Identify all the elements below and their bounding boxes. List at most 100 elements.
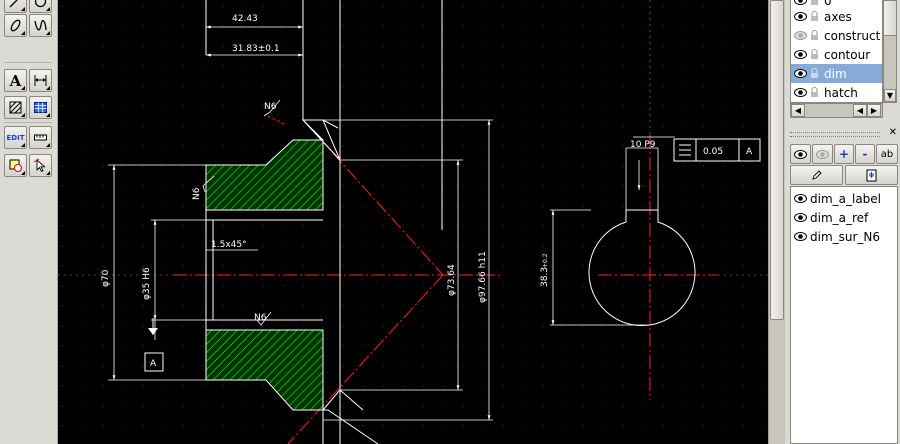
table-tool-button[interactable] — [29, 96, 52, 119]
eye-icon[interactable] — [794, 69, 807, 78]
eye-hidden-icon — [816, 149, 829, 159]
keyway-depth-tol-text: +0.2 — [542, 253, 549, 268]
drawing-canvas[interactable]: 42.43 31.83±0.1 N6 N6 N6 1.5x45° φ70 φ35… — [58, 0, 768, 444]
eye-icon[interactable] — [794, 194, 807, 203]
scroll-left-arrow-icon[interactable]: ◀ — [791, 104, 805, 117]
scroll-left-arrow-icon[interactable]: ◀ — [853, 104, 867, 117]
datum-letter-text: A — [150, 359, 157, 369]
dia-35-text: φ35 H6 — [142, 267, 152, 300]
text-icon: A — [9, 71, 22, 90]
grid-table-icon — [34, 102, 47, 113]
dim-31-83-text: 31.83±0.1 — [232, 44, 280, 54]
scrollbar-thumb[interactable] — [770, 0, 784, 320]
right-dock: 0 axes construct contour dim hatch — [785, 0, 900, 444]
cad-drawing: 42.43 31.83±0.1 N6 N6 N6 1.5x45° φ70 φ35… — [58, 0, 768, 444]
part-outline — [205, 0, 443, 444]
lock-icon[interactable] — [810, 30, 821, 41]
block-name: dim_a_label — [810, 191, 882, 206]
ruler-icon — [34, 134, 47, 141]
scroll-right-arrow-icon[interactable]: ▶ — [867, 104, 881, 117]
layer-row-axes[interactable]: axes — [791, 7, 882, 26]
dia-97-66-text: φ97.66 h11 — [478, 251, 488, 303]
eye-icon[interactable] — [794, 88, 807, 97]
block-list[interactable]: dim_a_label dim_a_ref dim_sur_N6 — [790, 186, 898, 444]
roughness-left-text: N6 — [192, 187, 202, 200]
datum-marker — [144, 318, 164, 372]
toolbar-separator — [4, 62, 52, 63]
roughness-top-text: N6 — [264, 102, 277, 112]
keyway-width-text: 10 P9 — [630, 140, 656, 150]
dim-42-43-text: 42.43 — [232, 14, 258, 24]
eye-hidden-icon[interactable] — [794, 31, 807, 40]
keyway-outline — [588, 209, 696, 327]
insert-block-button[interactable] — [845, 165, 898, 185]
block-name: dim_a_ref — [810, 210, 869, 225]
dimension-icon — [34, 75, 47, 86]
layer-name: 0 — [824, 0, 832, 8]
lock-icon[interactable] — [810, 87, 821, 98]
select-arrow-icon — [33, 158, 46, 173]
eye-icon[interactable] — [794, 0, 807, 5]
lock-icon[interactable] — [810, 0, 821, 6]
dia-70-text: φ70 — [101, 269, 111, 287]
show-all-blocks-button[interactable] — [790, 144, 811, 164]
eye-icon — [794, 149, 807, 159]
toolbar-separator — [4, 122, 52, 123]
layer-row-dim[interactable]: dim — [791, 64, 882, 83]
tolerance-datum-text: A — [746, 147, 753, 157]
pencil-icon — [811, 170, 822, 180]
tool-palette: A EDIT — [0, 0, 58, 444]
hatch-tool-button[interactable] — [4, 96, 27, 119]
select-tool-button[interactable] — [29, 154, 52, 177]
layer-list[interactable]: 0 axes construct contour dim hatch — [790, 0, 883, 103]
remove-block-button[interactable]: - — [855, 144, 875, 164]
hide-all-blocks-button[interactable] — [812, 144, 833, 164]
layer-row-hatch[interactable]: hatch — [791, 83, 882, 102]
lock-icon[interactable] — [810, 49, 821, 60]
ellipse-tool-button[interactable] — [4, 14, 27, 37]
keyway-depth-text: 38.3 — [540, 267, 550, 287]
block-row-dim-sur-n6[interactable]: dim_sur_N6 — [791, 227, 897, 246]
lock-icon[interactable] — [810, 11, 821, 22]
line-tool-button[interactable] — [4, 0, 27, 13]
close-icon[interactable]: ✕ — [888, 127, 897, 138]
block-row-dim-a-label[interactable]: dim_a_label — [791, 189, 897, 208]
rename-icon: ab — [880, 148, 894, 160]
layer-name: hatch — [824, 85, 858, 100]
edit-block-button[interactable] — [790, 165, 843, 185]
add-block-button[interactable]: + — [834, 144, 854, 164]
block-panel-header: ✕ — [790, 127, 898, 139]
spline-tool-button[interactable] — [29, 14, 52, 37]
scrollbar-thumb[interactable] — [884, 1, 896, 36]
hatch-icon — [9, 101, 22, 114]
tolerance-frame — [673, 138, 761, 162]
layer-name: axes — [824, 9, 852, 24]
layer-row-contour[interactable]: contour — [791, 45, 882, 64]
eye-icon[interactable] — [794, 213, 807, 222]
lock-icon[interactable] — [810, 68, 821, 79]
layer-list-vertical-scrollbar[interactable]: ▼ — [883, 0, 897, 103]
panel-grip[interactable] — [790, 132, 880, 137]
measure-tool-button[interactable] — [29, 126, 52, 149]
chamfer-text: 1.5x45° — [211, 240, 247, 250]
layer-row-0[interactable]: 0 — [791, 0, 882, 10]
tolerance-value-text: 0.05 — [703, 147, 723, 157]
eye-icon[interactable] — [794, 12, 807, 21]
layer-list-horizontal-scrollbar[interactable]: ◀ ◀ ▶ — [790, 103, 883, 118]
leader-line — [267, 115, 285, 125]
eye-icon[interactable] — [794, 232, 807, 241]
layer-name: dim — [824, 66, 847, 81]
block-row-dim-a-ref[interactable]: dim_a_ref — [791, 208, 897, 227]
dimension-tool-button[interactable] — [29, 69, 52, 92]
edit-tool-button[interactable]: EDIT — [4, 126, 27, 149]
spline-icon — [34, 19, 47, 31]
scroll-down-arrow-icon[interactable]: ▼ — [884, 89, 896, 102]
rename-block-button[interactable]: ab — [876, 144, 898, 164]
text-tool-button[interactable]: A — [4, 69, 27, 92]
canvas-vertical-scrollbar[interactable] — [768, 0, 785, 444]
layer-row-construct[interactable]: construct — [791, 26, 882, 45]
circle-tool-button[interactable] — [29, 0, 52, 13]
block-tool-button[interactable] — [4, 154, 27, 177]
eye-icon[interactable] — [794, 50, 807, 59]
roughness-bottom-text: N6 — [254, 313, 267, 323]
